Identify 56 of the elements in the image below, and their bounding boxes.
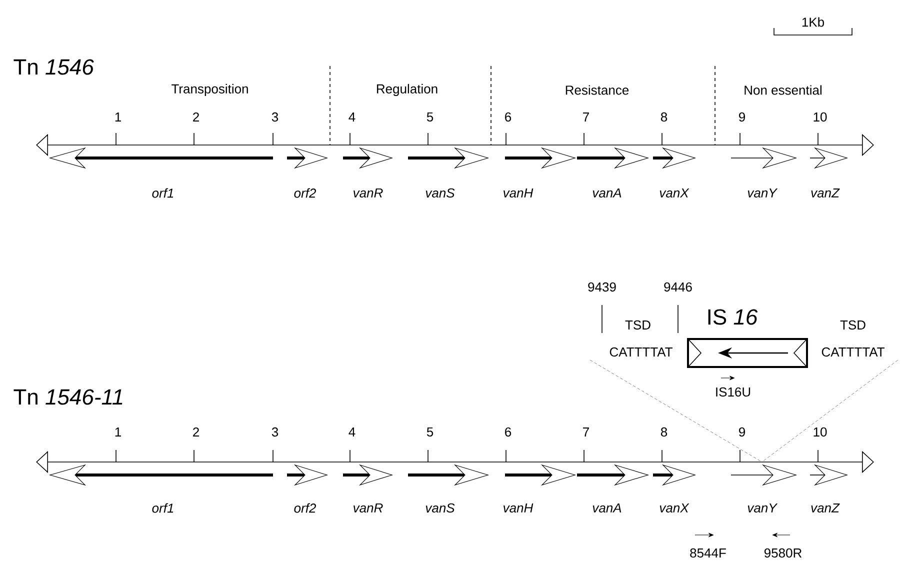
insertion-sequence-box: IS 16 [687,309,808,368]
coordinate-number: 4 [348,112,356,122]
sequence-text: CATTTTAT [822,347,884,357]
gene-name: vanY [748,188,778,198]
gene-name: vanS [426,503,455,513]
position-number: 9439 [588,282,616,292]
coordinate-number: 7 [583,428,589,436]
gene-name: orf2 [294,503,316,513]
gene-name: orf2 [294,188,316,198]
sequence-text: CATTTTAT [610,347,672,357]
map-title: Tn 1546-11 [14,389,122,405]
coordinate-number: 3 [272,427,278,437]
coordinate-number: 2 [193,112,199,122]
gene-name: vanR [354,188,383,198]
primer-name: 9580R [764,548,802,558]
gene-name: vanH [504,503,534,513]
gene-name: vanA [592,188,622,198]
map-title: Tn 1546 [14,59,94,75]
gene-name: vanH [504,188,534,198]
position-number: 9446 [664,282,692,292]
tsd-label: TSD [840,320,866,330]
gene-name: vanZ [811,503,840,513]
coordinate-number: 5 [426,427,434,437]
region-label: Non essential [744,85,822,95]
coordinate-number: 8 [660,112,668,122]
gene-name: vanA [592,503,622,513]
coordinate-number: 8 [660,427,668,437]
coordinate-number: 4 [348,428,356,436]
region-label: Transposition [172,84,248,96]
primer-name: 8544F [690,548,726,558]
gene-name: vanS [426,188,455,198]
coordinate-number: 9 [739,112,745,122]
node-label: IS 16 [708,309,758,325]
primer-name: IS16U [716,387,750,397]
gene-name: vanX [660,188,690,198]
gene-name: vanR [354,503,383,513]
region-label: Resistance [566,85,629,95]
coordinate-number: 10 [814,427,827,437]
coordinate-number: 5 [426,112,434,122]
coordinate-number: 3 [272,112,278,122]
gene-name: vanY [748,503,778,513]
coordinate-number: 10 [814,112,827,122]
gene-name: vanX [660,503,690,513]
coordinate-number: 6 [505,427,512,437]
scale-label: 1Kb [802,17,824,27]
coordinate-number: 6 [505,112,512,122]
coordinate-number: 9 [739,427,745,437]
gene-name: orf1 [152,503,174,513]
coordinate-number: 7 [583,112,589,122]
region-label: Regulation [377,84,438,96]
gene-name: vanZ [811,188,840,198]
tsd-label: TSD [625,320,650,330]
coordinate-number: 2 [193,427,199,437]
gene-name: orf1 [152,188,174,198]
coordinate-number: 1 [115,428,121,436]
coordinate-number: 1 [115,112,121,122]
